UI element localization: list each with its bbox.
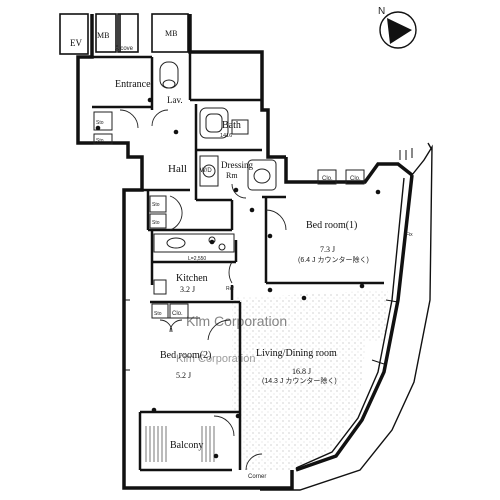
- bedroom1-area: 7.3 J: [320, 245, 335, 254]
- curtain-wall: [260, 142, 433, 491]
- bedroom1-note: (6.4 J カウンター除く): [298, 255, 369, 264]
- storage-label-1: Sto: [96, 120, 104, 126]
- watermark-text: Kim Corporation: [186, 313, 287, 329]
- balcony-hatching: [145, 426, 215, 462]
- window-mullions: [124, 148, 413, 371]
- reference-dots: [95, 97, 381, 459]
- closet-label-1: Clo.: [322, 176, 333, 182]
- watermark-text-2: Kim Corporation: [176, 353, 255, 365]
- kitchen-label: Kitchen: [176, 273, 208, 284]
- kitchen-counter: [153, 233, 235, 253]
- living-note: (14.3 J カウンター除く): [262, 376, 337, 385]
- corner-label: Corner: [248, 474, 266, 480]
- lav-label: Lav.: [167, 95, 183, 105]
- closets: [93, 111, 365, 319]
- washer-icon: [199, 155, 219, 187]
- bathtub-icon: [199, 107, 229, 139]
- storage-label-4: Sto: [152, 220, 160, 226]
- outer-walls: [76, 14, 414, 490]
- closet-label-3: Clo.: [172, 311, 183, 317]
- storage-label-3: Sto: [152, 202, 160, 208]
- door-swings: [119, 109, 287, 471]
- mb-left-label: MB: [97, 31, 109, 40]
- washbasin-icon: [247, 159, 277, 191]
- bath-size-label: 1416: [220, 133, 232, 139]
- living-floor-texture: [232, 290, 388, 472]
- bedroom1-label: Bed room(1): [306, 220, 357, 231]
- hall-label: Hall: [168, 163, 187, 175]
- bath-label: Bath: [222, 120, 241, 131]
- ref-label: Ref: [226, 286, 234, 292]
- shafts: [59, 13, 189, 55]
- living-area: 16.8 J: [292, 367, 311, 376]
- north-arrow-icon: N: [378, 6, 417, 49]
- mb-right-label: MB: [165, 29, 177, 38]
- wd-label: W/D: [200, 168, 212, 174]
- alcove-label: Alcove: [115, 46, 134, 52]
- ev-label: EV: [70, 38, 82, 48]
- entrance-label: Entrance: [115, 79, 151, 90]
- balcony-label: Balcony: [170, 440, 203, 451]
- storage-label-5: Sto: [154, 311, 162, 317]
- north-label: N: [378, 6, 385, 17]
- storage-label-2: Sto: [96, 138, 104, 144]
- living-label: Living/Dining room: [256, 348, 337, 359]
- sink-icon: [166, 237, 186, 249]
- dressing-rm-label: Rm: [226, 171, 238, 180]
- bedroom2-area: 5.2 J: [176, 371, 191, 380]
- kitchen-area: 3.2 J: [180, 285, 195, 294]
- fixtures: [153, 61, 277, 295]
- fix-label: Fix: [406, 232, 413, 238]
- interior-walls: [92, 52, 384, 472]
- bedroom2-label: Bed room(2): [160, 350, 211, 361]
- closet-label-2: Clo.: [350, 176, 361, 182]
- dressing-label: Dressing: [221, 160, 253, 170]
- counter-dimension: L=2,550: [188, 256, 206, 262]
